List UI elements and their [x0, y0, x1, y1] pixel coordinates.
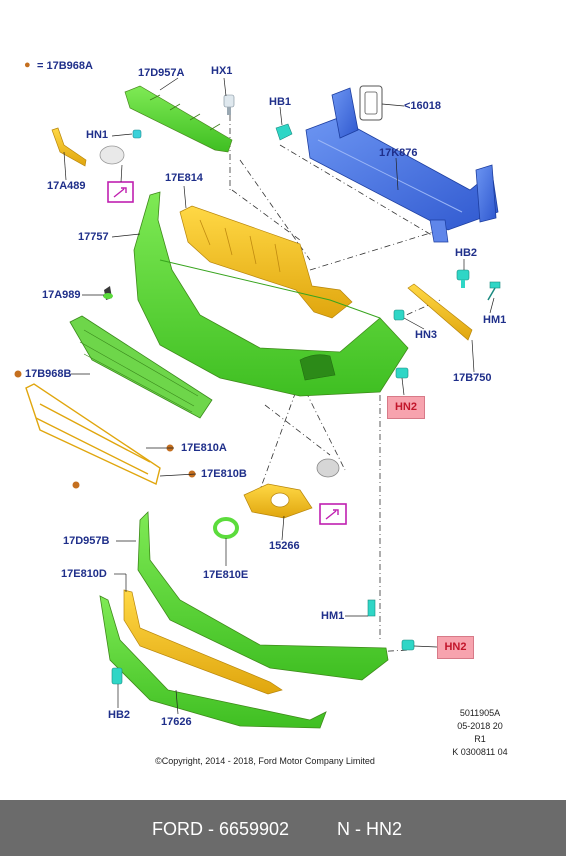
legend-dot	[72, 481, 80, 489]
leader-line	[264, 404, 331, 456]
grille-surround-17E810	[25, 383, 161, 485]
leader-line	[231, 189, 301, 241]
splitter-17626	[99, 595, 327, 729]
callout-HN2-lower[interactable]: HN2	[437, 636, 474, 659]
fog-lamp-bezel-15266	[243, 483, 313, 519]
part-label-17A489[interactable]: 17A489	[47, 180, 86, 192]
leader-line	[239, 159, 311, 261]
part-label-15266[interactable]: 15266	[269, 540, 300, 552]
part-label-HB2-lower[interactable]: HB2	[108, 709, 131, 721]
drawing-revision: R1	[474, 734, 486, 744]
part-label-17B968B[interactable]: 17B968B	[25, 368, 72, 380]
part-label-17626[interactable]: 17626	[161, 716, 192, 728]
clip-HN2-upper	[395, 367, 409, 379]
leader-line	[259, 379, 301, 491]
plate-16018	[359, 85, 383, 121]
clip-HN2-lower	[401, 639, 415, 651]
part-label-17A989[interactable]: 17A989	[42, 289, 81, 301]
drawing-info: 5011905A 05-2018 20 R1 K 0300811 04	[440, 707, 520, 759]
parts-diagram: ● = 17B968A 17D957A HX1 HB1 <16018 HN1 1…	[14, 59, 520, 766]
energy-absorber-17E814	[179, 205, 353, 319]
part-label-HB1[interactable]: HB1	[269, 96, 292, 108]
ring-17E810E	[213, 517, 239, 539]
clip-HB2-lower	[111, 667, 123, 685]
bumper-cover-17757	[133, 191, 409, 397]
clip-HM1-lower	[367, 599, 376, 617]
part-label-17E810D[interactable]: 17E810D	[61, 568, 107, 580]
part-label-HB2-upper[interactable]: HB2	[455, 247, 478, 259]
clip-HX1	[223, 94, 235, 115]
lower-lip-17D957B	[137, 511, 389, 681]
part-label-HM1-upper[interactable]: HM1	[483, 314, 507, 326]
callout-HN2-upper[interactable]: HN2	[387, 396, 425, 419]
clip-HM1-upper	[487, 281, 501, 301]
part-label-17757[interactable]: 17757	[78, 231, 109, 243]
copyright-notice: ©Copyright, 2014 - 2018, Ford Motor Comp…	[155, 756, 375, 766]
part-label-17D957B[interactable]: 17D957B	[63, 535, 110, 547]
part-label-17E810E[interactable]: 17E810E	[203, 569, 249, 581]
fog-lamp-bulb	[316, 458, 340, 478]
part-label-HM1-lower[interactable]: HM1	[321, 610, 345, 622]
fog-lamp-cap	[99, 145, 125, 165]
part-label-17E810B[interactable]: 17E810B	[201, 468, 247, 480]
bracket-17A489	[51, 127, 87, 167]
footer-bar: FORD - 6659902 N - HN2	[0, 800, 566, 856]
leader-line	[309, 229, 441, 271]
legend-dot	[14, 370, 22, 378]
part-label-17D957A[interactable]: 17D957A	[138, 67, 185, 79]
footer-note: N - HN2	[337, 819, 403, 839]
drawing-date: 05-2018 20	[457, 721, 503, 731]
clip-17A989	[103, 286, 113, 300]
legend-symbol: ●	[24, 59, 31, 71]
upper-bracket-17D957A	[124, 85, 233, 153]
drawing-code: K 0300811 04	[452, 747, 508, 757]
clip-HB2-upper	[456, 269, 470, 288]
lower-strip-17E810D	[123, 589, 283, 695]
clip-HN1	[132, 129, 142, 139]
part-label-17B750[interactable]: 17B750	[453, 372, 492, 384]
leader-line	[279, 144, 441, 241]
part-label-HN1[interactable]: HN1	[86, 129, 109, 141]
part-label-17E810A[interactable]: 17E810A	[181, 442, 227, 454]
clip-HB1	[275, 123, 293, 141]
part-label-HX1[interactable]: HX1	[211, 65, 233, 77]
footer-part-number: FORD - 6659902	[152, 819, 290, 839]
legend-text: = 17B968A	[37, 60, 93, 72]
reinforcement-beam-17K876	[305, 87, 499, 243]
clip-HN3	[393, 309, 405, 321]
part-label-16018[interactable]: <16018	[404, 100, 442, 112]
part-label-17K876[interactable]: 17K876	[379, 147, 418, 159]
lower-grille-17B968B	[69, 315, 213, 419]
bracket-17B750	[407, 283, 473, 341]
part-label-17E814[interactable]: 17E814	[165, 172, 203, 184]
part-label-HN3[interactable]: HN3	[415, 329, 438, 341]
drawing-id: 5011905A	[459, 708, 501, 718]
